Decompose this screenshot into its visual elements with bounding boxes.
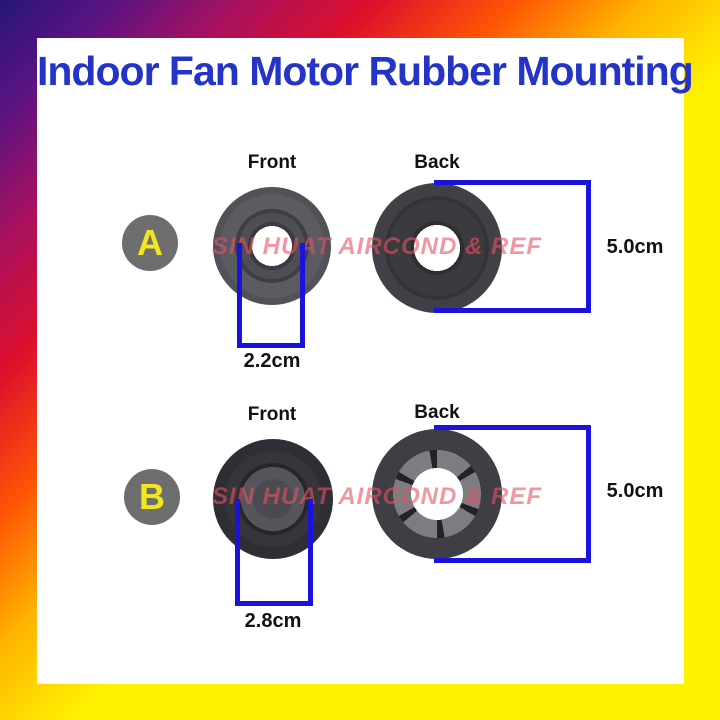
rubber-mounting-b-front-photo (213, 439, 333, 559)
watermark-b: SIN HUAT AIRCOND & REF (212, 483, 542, 510)
front-label-b: Front (247, 404, 297, 425)
product-card: Indoor Fan Motor Rubber Mounting A Front… (37, 38, 694, 684)
front-label-a: Front (247, 152, 297, 173)
back-label-a: Back (414, 152, 460, 173)
page-title: Indoor Fan Motor Rubber Mounting (37, 48, 694, 94)
height-bracket-b (434, 425, 591, 563)
back-label-b: Back (414, 402, 460, 423)
rubber-mounting-a-front-photo (213, 187, 331, 305)
rubber-mounting-b-back-photo (372, 429, 502, 559)
dimension-label-a-back: 5.0cm (606, 236, 664, 258)
variant-badge-a: A (122, 215, 178, 271)
height-bracket-a (434, 180, 591, 313)
width-bracket-a (237, 243, 305, 348)
dimension-label-b-back: 5.0cm (606, 480, 664, 502)
watermark-a: SIN HUAT AIRCOND & REF (212, 233, 542, 260)
dimension-label-b-front: 2.8cm (244, 610, 302, 632)
dimension-label-a-front: 2.2cm (243, 350, 301, 372)
rubber-mounting-a-back-photo (372, 183, 502, 313)
variant-badge-a-letter: A (137, 222, 163, 263)
variant-badge-b: B (124, 469, 180, 525)
width-bracket-b (235, 499, 313, 606)
variant-badge-b-letter: B (139, 476, 165, 517)
